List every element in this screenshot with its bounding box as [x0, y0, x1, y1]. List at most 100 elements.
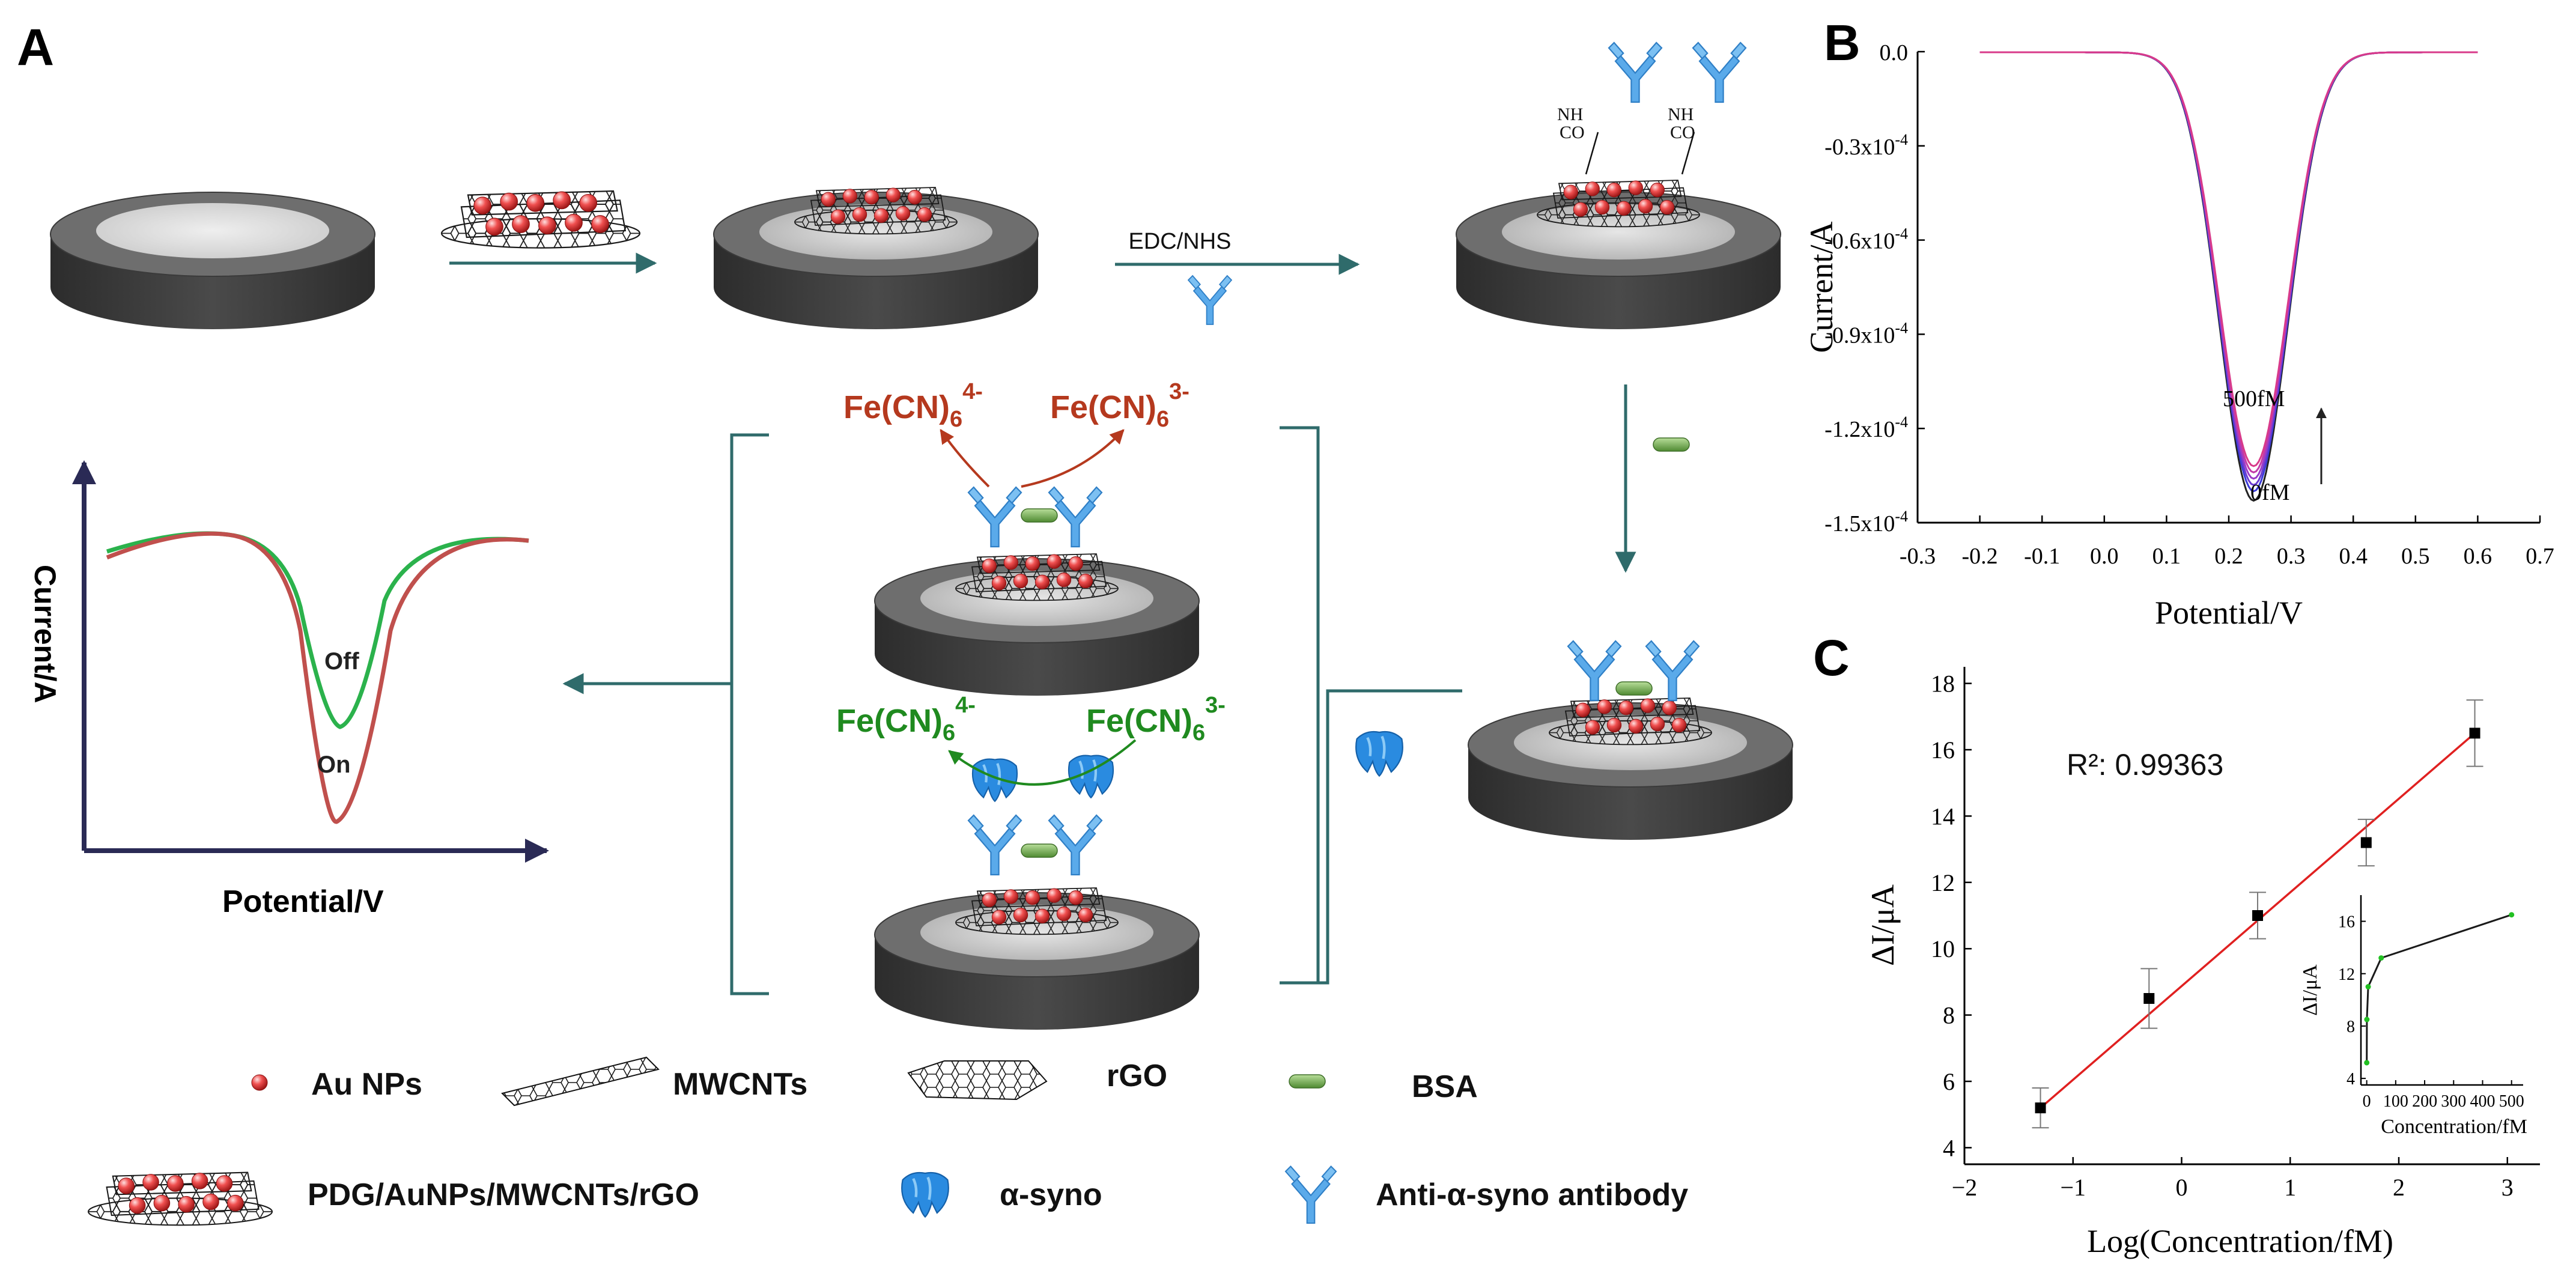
legend-antibody-label: Anti-α-syno antibody — [1376, 1177, 1688, 1212]
antibody-reagent-icon — [1188, 275, 1232, 325]
legend-antibody-icon — [1284, 1165, 1337, 1224]
chart-c-y-tick-label: 12 — [1931, 869, 1955, 896]
mini-y-axis-label: Current/A — [28, 565, 62, 703]
syno-reagent-icon — [1356, 732, 1403, 776]
chart-b-y-tick-label: 0.0 — [1880, 40, 1909, 65]
co-label-1: CO — [1560, 123, 1585, 142]
chart-b-annotation-top: 500fM — [2223, 386, 2285, 412]
inset-y-tick-label: 4 — [2347, 1070, 2355, 1089]
on-state-electrode — [874, 756, 1200, 1030]
chart-b-x-tick-label: -0.1 — [2024, 544, 2060, 569]
chart-c-point-3 — [2252, 910, 2264, 921]
right-bracket — [1280, 426, 1320, 983]
nanocomposite-material — [442, 191, 640, 248]
chart-b-series-4 — [1979, 51, 2478, 480]
chart-c-r2-annotation: R²: 0.99363 — [2067, 748, 2223, 782]
bare-electrode-disk — [50, 192, 375, 329]
inset-x-tick-label: 0 — [2363, 1092, 2371, 1111]
chart-b-series-2 — [1979, 51, 2478, 493]
chart-b-x-tick-label: 0.5 — [2401, 544, 2430, 569]
chart-b-y-tick-label: -1.2x10-4 — [1824, 413, 1908, 442]
chart-b-x-tick-label: -0.2 — [1962, 544, 1998, 569]
ferricyanide-green: Fe(CN)63- — [1086, 693, 1226, 746]
modified-electrode-disk — [713, 187, 1039, 329]
legend: Au NPs MWCNTs rGO BSA PDG/AuNPs/MWCNTs/r… — [88, 1056, 1688, 1226]
co-label-2: CO — [1670, 123, 1695, 142]
bsa-blocked-electrode-disk — [1468, 640, 1793, 840]
inset-point-3 — [2365, 984, 2371, 990]
chart-b-x-tick-label: 0.7 — [2526, 544, 2554, 569]
chart-b-y-axis-label: Current/A — [1803, 222, 1839, 353]
chart-c-point-2 — [2143, 993, 2155, 1004]
chart-c-point-4 — [2360, 837, 2372, 848]
chart-c-y-tick-label: 16 — [1931, 737, 1955, 764]
green-redox-arc — [948, 739, 1137, 786]
chart-c-x-tick-label: 3 — [2502, 1174, 2514, 1201]
chart-b-y-tick-label: -0.3x10-4 — [1824, 131, 1908, 160]
chart-c-y-axis-label: ΔI/μA — [1865, 884, 1901, 966]
chart-c-x-tick-label: 2 — [2393, 1174, 2405, 1201]
chart-c-x-axis-label: Log(Concentration/fM) — [2087, 1223, 2393, 1259]
off-state-electrode — [874, 486, 1200, 696]
edc-nhs-label: EDC/NHS — [1128, 229, 1231, 254]
chart-c-y-tick-label: 8 — [1943, 1002, 1955, 1029]
chart-b-x-tick-label: 0.4 — [2339, 544, 2368, 569]
inset-y-axis-label: ΔI/μA — [2299, 964, 2321, 1016]
panel-label-a: A — [17, 19, 54, 76]
legend-composite-icon — [88, 1173, 272, 1226]
legend-syno-icon — [902, 1173, 949, 1217]
off-label: Off — [324, 648, 359, 675]
mini-x-axis-label: Potential/V — [222, 884, 384, 919]
inset-x-tick-label: 100 — [2383, 1092, 2408, 1111]
ferrocyanide-green: Fe(CN)64- — [836, 693, 976, 746]
inset-x-tick-label: 400 — [2470, 1092, 2496, 1111]
chart-b-x-tick-label: 0.2 — [2214, 544, 2243, 569]
chart-b-series-3 — [1979, 51, 2478, 486]
on-curve — [106, 531, 529, 824]
red-redox-arc — [940, 429, 990, 488]
inset-point-1 — [2364, 1060, 2370, 1066]
chart-b-y-tick-label: -0.6x10-4 — [1824, 225, 1908, 254]
chart-c-y-tick-label: 6 — [1943, 1068, 1955, 1095]
inset-y-tick-label: 12 — [2338, 965, 2355, 984]
legend-mwcnt-icon — [501, 1056, 660, 1107]
inset-series-line — [2366, 914, 2512, 1063]
chart-c-y-tick-label: 14 — [1931, 803, 1955, 830]
legend-mwcnt-label: MWCNTs — [673, 1067, 807, 1102]
legend-syno-label: α-syno — [1000, 1177, 1102, 1212]
bsa-reagent-icon — [1653, 437, 1690, 452]
chart-b: -0.3 -0.2 -0.1 0.0 0.1 0.2 0.3 0.4 0.5 0.6 0.7 0.0 -… — [1803, 40, 2554, 631]
inset-point-2 — [2364, 1016, 2370, 1022]
inset-point-5 — [2509, 912, 2515, 918]
nh-label-1: NH — [1557, 105, 1583, 124]
legend-rgo-label: rGO — [1107, 1059, 1167, 1093]
chart-b-x-tick-label: 0.6 — [2464, 544, 2492, 569]
off-curve — [106, 531, 529, 729]
schematic-voltammogram — [72, 460, 549, 863]
ferricyanide-red: Fe(CN)63- — [1050, 379, 1189, 432]
nh-label-2: NH — [1668, 105, 1694, 124]
inset-y-tick-label: 8 — [2347, 1018, 2355, 1036]
left-bracket — [730, 433, 769, 995]
chart-c-x-tick-label: −2 — [1952, 1174, 1978, 1201]
panel-label-c: C — [1813, 630, 1850, 686]
chart-b-x-tick-label: 0.3 — [2277, 544, 2306, 569]
chart-c-x-tick-label: −1 — [2060, 1174, 2086, 1201]
panel-label-b: B — [1824, 14, 1861, 71]
chart-b-y-tick-label: -0.9x10-4 — [1824, 319, 1908, 348]
inset-x-tick-label: 500 — [2499, 1092, 2524, 1111]
chart-b-x-tick-label: 0.0 — [2090, 544, 2119, 569]
legend-composite-label: PDG/AuNPs/MWCNTs/rGO — [308, 1177, 699, 1212]
legend-rgo-icon — [907, 1060, 1048, 1101]
chart-b-series-1 — [1979, 51, 2478, 502]
chart-b-x-tick-label: 0.1 — [2152, 544, 2181, 569]
chart-b-x-tick-label: -0.3 — [1900, 544, 1936, 569]
chart-b-annotation-bottom: 0fM — [2250, 480, 2289, 505]
legend-bsa-label: BSA — [1412, 1069, 1478, 1104]
chart-b-x-axis-label: Potential/V — [2155, 595, 2303, 631]
chart-c-x-tick-label: 1 — [2284, 1174, 2296, 1201]
inset-x-axis-label: Concentration/fM — [2381, 1116, 2527, 1138]
